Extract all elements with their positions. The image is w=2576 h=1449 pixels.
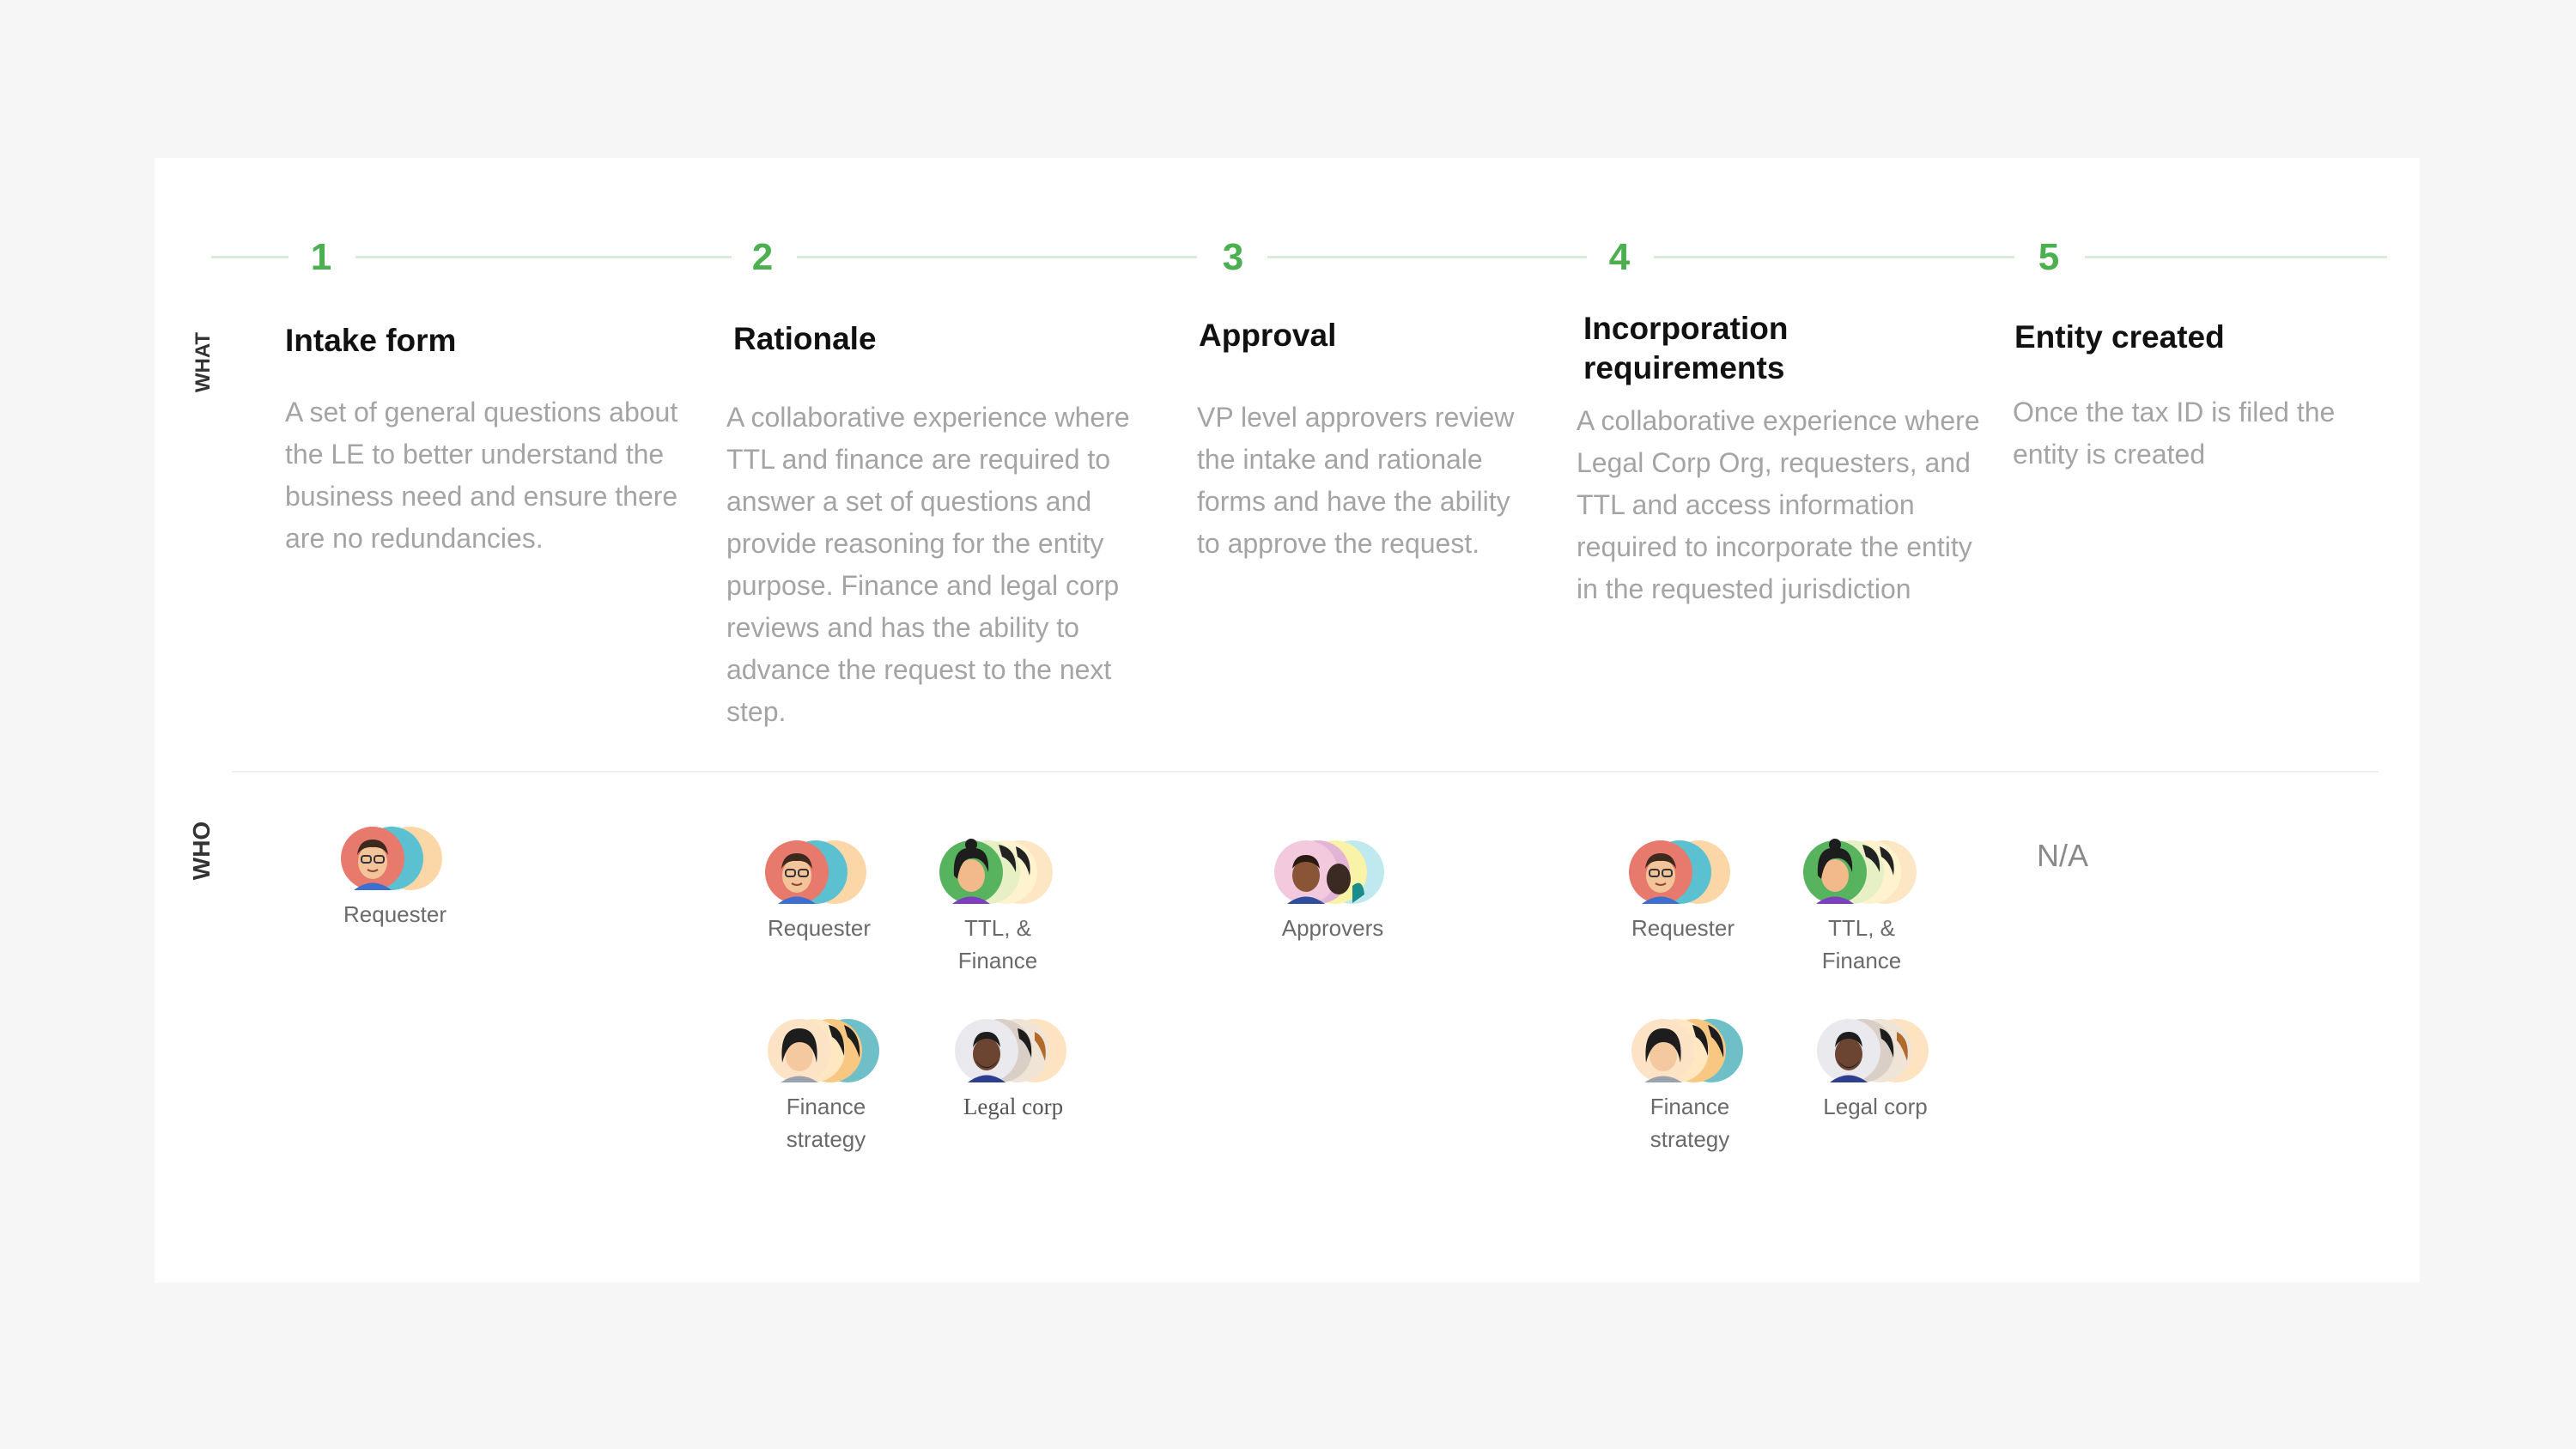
persona-label: Requester: [768, 915, 871, 941]
timeline-segment: [355, 256, 732, 258]
persona-label: Requester: [1631, 915, 1735, 941]
persona-ttl-finance: TTL, & Finance: [920, 834, 1075, 977]
step-title-4: Incorporation requirements: [1583, 311, 1789, 385]
step-description-1: A set of general questions about the LE …: [285, 397, 678, 554]
step-description-4: A collaborative experience where Legal C…: [1577, 405, 1980, 604]
ttl-finance-avatar-group-icon: [939, 839, 1053, 904]
persona-label: Finance strategy: [786, 1094, 866, 1152]
timeline-segment: [2085, 256, 2387, 258]
persona-label: TTL, & Finance: [957, 915, 1038, 973]
requester-avatar-group-icon: [1628, 840, 1731, 905]
what-who-divider: [232, 771, 2379, 773]
step-number-4: 4: [1608, 236, 1631, 278]
timeline-segment: [211, 256, 289, 258]
persona-requester: Requester: [318, 821, 472, 931]
step-description-2: A collaborative experience where TTL and…: [726, 402, 1130, 727]
persona-finance-strategy: Finance strategy: [749, 1013, 903, 1155]
step-description-3: VP level approvers review the intake and…: [1197, 402, 1515, 559]
step-number-5: 5: [2038, 236, 2060, 278]
requester-avatar-group-icon: [340, 826, 443, 891]
step5-who-na: N/A: [2037, 838, 2089, 873]
persona-requester: Requester: [1606, 834, 1760, 944]
what-label: WHAT: [191, 331, 215, 393]
ttl-finance-avatar-group-icon: [1803, 839, 1917, 904]
persona-ttl-finance: TTL, & Finance: [1784, 834, 1939, 977]
persona-label: Requester: [343, 901, 447, 927]
step-number-1: 1: [310, 236, 332, 278]
persona-finance-strategy: Finance strategy: [1613, 1013, 1767, 1155]
requester-avatar-group-icon: [764, 840, 867, 905]
finance-strategy-avatar-group-icon: [768, 1019, 879, 1082]
step-title-1: Intake form: [285, 323, 457, 358]
persona-label: Approvers: [1281, 915, 1384, 941]
step-number-2: 2: [751, 236, 774, 278]
timeline-segment: [1654, 256, 2014, 258]
approvers-avatar-group-icon: [1274, 840, 1384, 904]
legal-corp-avatar-group-icon: [1817, 1019, 1929, 1082]
persona-label: Legal corp: [963, 1094, 1064, 1119]
persona-requester: Requester: [742, 834, 896, 944]
persona-label: TTL, & Finance: [1821, 915, 1902, 973]
step-title-3: Approval: [1199, 318, 1337, 353]
process-card: [155, 158, 2420, 1282]
persona-legal-corp: Legal corp: [1798, 1013, 1953, 1123]
who-label: WHO: [188, 821, 215, 881]
step-number-3: 3: [1222, 236, 1244, 278]
step-description-5: Once the tax ID is filed the entity is c…: [2013, 397, 2336, 470]
persona-label: Legal corp: [1823, 1094, 1928, 1119]
finance-strategy-avatar-group-icon: [1631, 1019, 1743, 1082]
timeline-segment: [1267, 256, 1587, 258]
persona-approvers: Approvers: [1255, 834, 1410, 944]
persona-label: Finance strategy: [1649, 1094, 1730, 1152]
step-title-2: Rationale: [733, 321, 877, 356]
timeline-segment: [797, 256, 1197, 258]
persona-legal-corp: Legal corp: [936, 1013, 1091, 1123]
step-title-5: Entity created: [2014, 319, 2225, 355]
legal-corp-avatar-group-icon: [955, 1019, 1066, 1082]
